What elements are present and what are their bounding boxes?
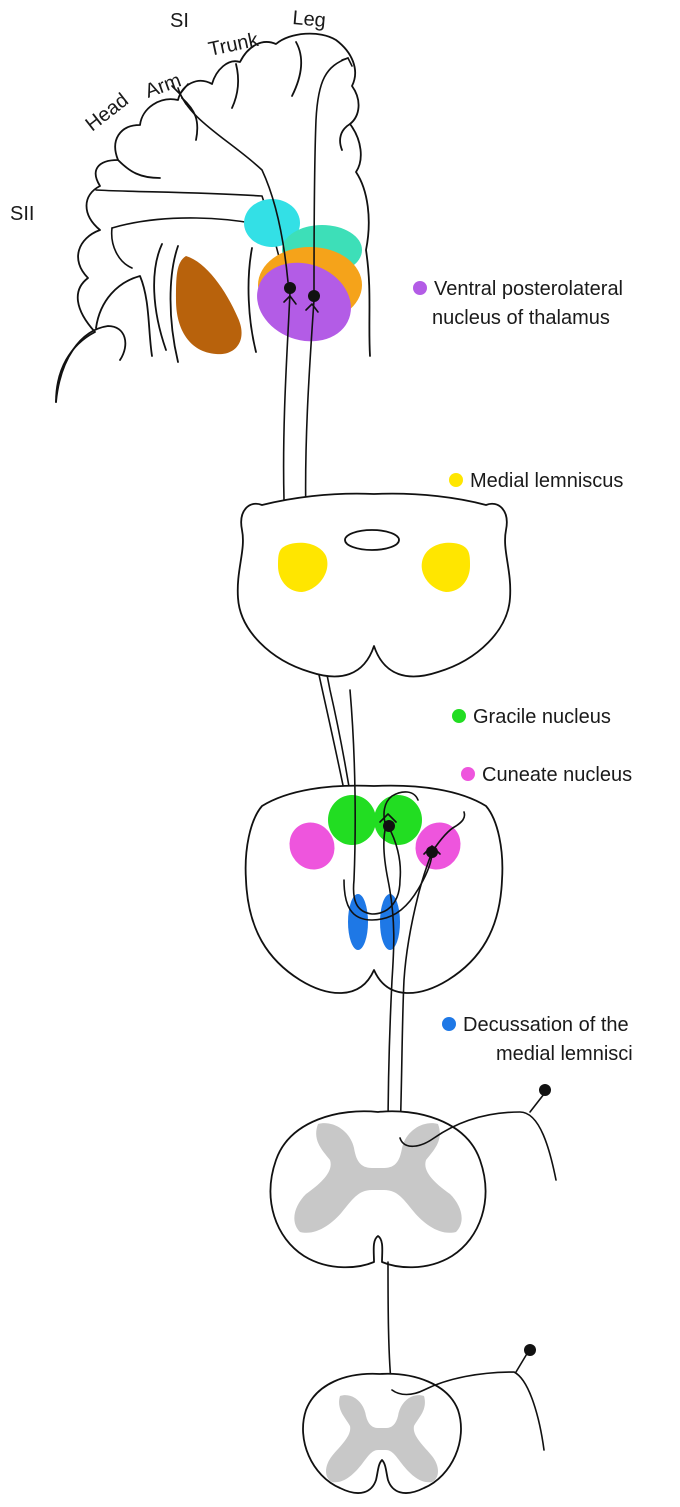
lumbar-drg-cell-body bbox=[524, 1344, 536, 1356]
lumbar-ganglion-stalk bbox=[516, 1352, 528, 1372]
pons-outline bbox=[238, 494, 511, 677]
legend-vpl: Ventral posterolateral nucleus of thalam… bbox=[413, 278, 623, 329]
legend-medial-lemniscus-marker bbox=[449, 473, 463, 487]
thalamus bbox=[244, 199, 362, 354]
internal-capsule bbox=[249, 248, 256, 352]
temporal-gyrus bbox=[56, 326, 125, 402]
cuneate-neuron-cell-body bbox=[426, 846, 438, 858]
cortex-sulcus bbox=[118, 160, 160, 178]
legend-gracile-text: Gracile nucleus bbox=[473, 706, 611, 728]
cortex-sulcus bbox=[182, 98, 197, 140]
cervical-drg-cell-body bbox=[539, 1084, 551, 1096]
brainstem-upper-section bbox=[238, 494, 511, 677]
spinal-cord-lumbar-section bbox=[303, 1374, 461, 1493]
legend-vpl-line1: Ventral posterolateral bbox=[434, 278, 623, 300]
cortex-sulcus bbox=[232, 64, 238, 108]
legend-cuneate-text: Cuneate nucleus bbox=[482, 764, 632, 786]
legend-gracile: Gracile nucleus bbox=[452, 706, 611, 728]
gracile-neuron-cell-body bbox=[383, 820, 395, 832]
legend-gracile-marker bbox=[452, 709, 466, 723]
trunk-label: Trunk bbox=[206, 29, 261, 61]
cervical-ganglion-stalk bbox=[530, 1094, 544, 1112]
decussation-left bbox=[348, 894, 368, 950]
cortex-sulcus bbox=[292, 42, 301, 96]
gracile-nucleus-left bbox=[328, 795, 376, 845]
cortex-sulcus bbox=[340, 124, 350, 150]
decussation-right bbox=[380, 894, 400, 950]
legend-vpl-marker bbox=[413, 281, 427, 295]
legend-decussation-line2: medial lemnisci bbox=[496, 1043, 633, 1065]
spinal-cord-cervical-section bbox=[271, 1111, 486, 1267]
legend-medial-lemniscus-text: Medial lemniscus bbox=[470, 470, 623, 492]
legend-decussation-line1: Decussation of the bbox=[463, 1014, 629, 1036]
basal-ganglia-nucleus bbox=[176, 256, 242, 354]
cerebral-aqueduct bbox=[345, 530, 399, 550]
leg-label: Leg bbox=[292, 7, 327, 32]
legend-decussation: Decussation of the medial lemnisci bbox=[442, 1014, 633, 1065]
si-arm-fiber bbox=[178, 88, 288, 282]
sii-label: SII bbox=[10, 203, 34, 225]
temporal-gyrus bbox=[96, 276, 152, 356]
legend-vpl-line2: nucleus of thalamus bbox=[432, 307, 610, 329]
legend-cuneate-marker bbox=[461, 767, 475, 781]
insula-outline bbox=[154, 244, 166, 350]
sii-fiber bbox=[112, 228, 132, 268]
legend-cuneate: Cuneate nucleus bbox=[461, 764, 632, 786]
legend-medial-lemniscus: Medial lemniscus bbox=[449, 470, 623, 492]
si-label: SI bbox=[170, 10, 189, 32]
legend-decussation-marker bbox=[442, 1017, 456, 1031]
